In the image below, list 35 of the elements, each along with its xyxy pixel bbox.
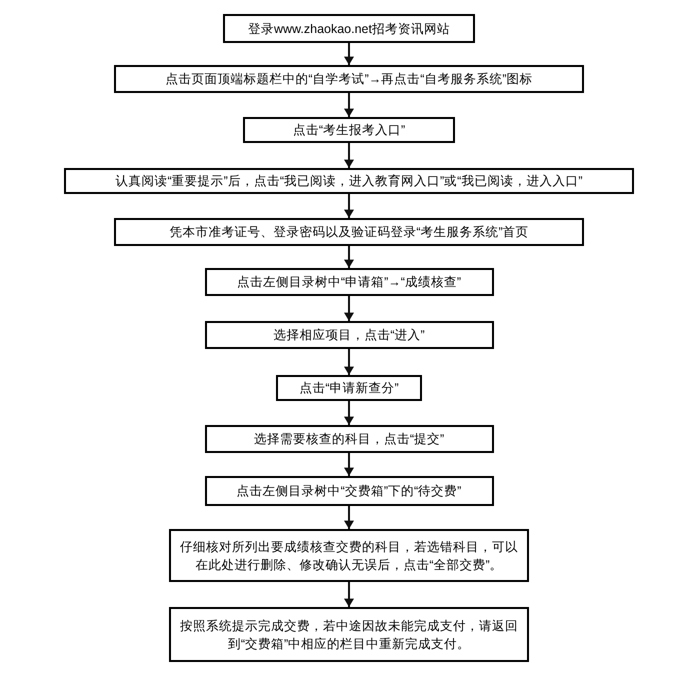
arrow xyxy=(344,246,354,268)
step-text: 点击“考生报考入口” xyxy=(292,122,406,139)
step-text: 点击“申请新查分” xyxy=(299,380,399,397)
step-text: 点击页面顶端标题栏中的“自学考试”→再点击“自考服务系统”图标 xyxy=(165,71,533,88)
arrow xyxy=(344,93,354,117)
step-text: 点击左侧目录树中“申请箱”→“成绩核查” xyxy=(236,274,462,291)
step-text: 凭本市准考证号、登录密码以及验证码登录“考生服务系统”首页 xyxy=(169,224,529,241)
process-box xyxy=(114,65,584,93)
process-box xyxy=(204,425,494,453)
step-text: 按照系统提示完成交费，若中途因故未能完成支付，请返回到“交费箱”中相应的栏目中重新完成支付。 xyxy=(179,618,519,652)
process-box xyxy=(114,218,584,246)
arrow xyxy=(344,143,354,168)
arrow xyxy=(344,506,354,529)
arrow xyxy=(344,43,354,65)
step-text: 认真阅读“重要提示”后，点击“我已阅读，进入教育网入口”或“我已阅读，进入入口” xyxy=(116,173,582,190)
process-box xyxy=(243,117,455,143)
step-text: 仔细核对所列出要成绩核查交费的科目，若选错科目，可以在此处进行删除、修改确认无误后，点击“全部交费”。 xyxy=(179,538,519,574)
arrow xyxy=(344,453,354,476)
process-box xyxy=(169,529,529,582)
process-box xyxy=(204,268,494,296)
step-text: 选择需要核查的科目，点击“提交” xyxy=(254,431,444,448)
arrow xyxy=(344,401,354,425)
arrow xyxy=(344,582,354,607)
step-text: 选择相应项目，点击“进入” xyxy=(273,327,425,344)
step-text: 点击左侧目录树中“交费箱”下的“待交费” xyxy=(236,483,462,500)
process-box xyxy=(223,14,475,43)
arrow xyxy=(344,349,354,375)
process-box xyxy=(64,168,634,194)
process-box xyxy=(204,321,494,349)
process-box xyxy=(276,375,422,401)
arrow xyxy=(344,194,354,218)
arrow xyxy=(344,296,354,321)
process-box xyxy=(169,607,529,662)
process-box xyxy=(204,476,494,506)
step-text: 登录www.zhaokao.net招考资讯网站 xyxy=(248,20,450,38)
